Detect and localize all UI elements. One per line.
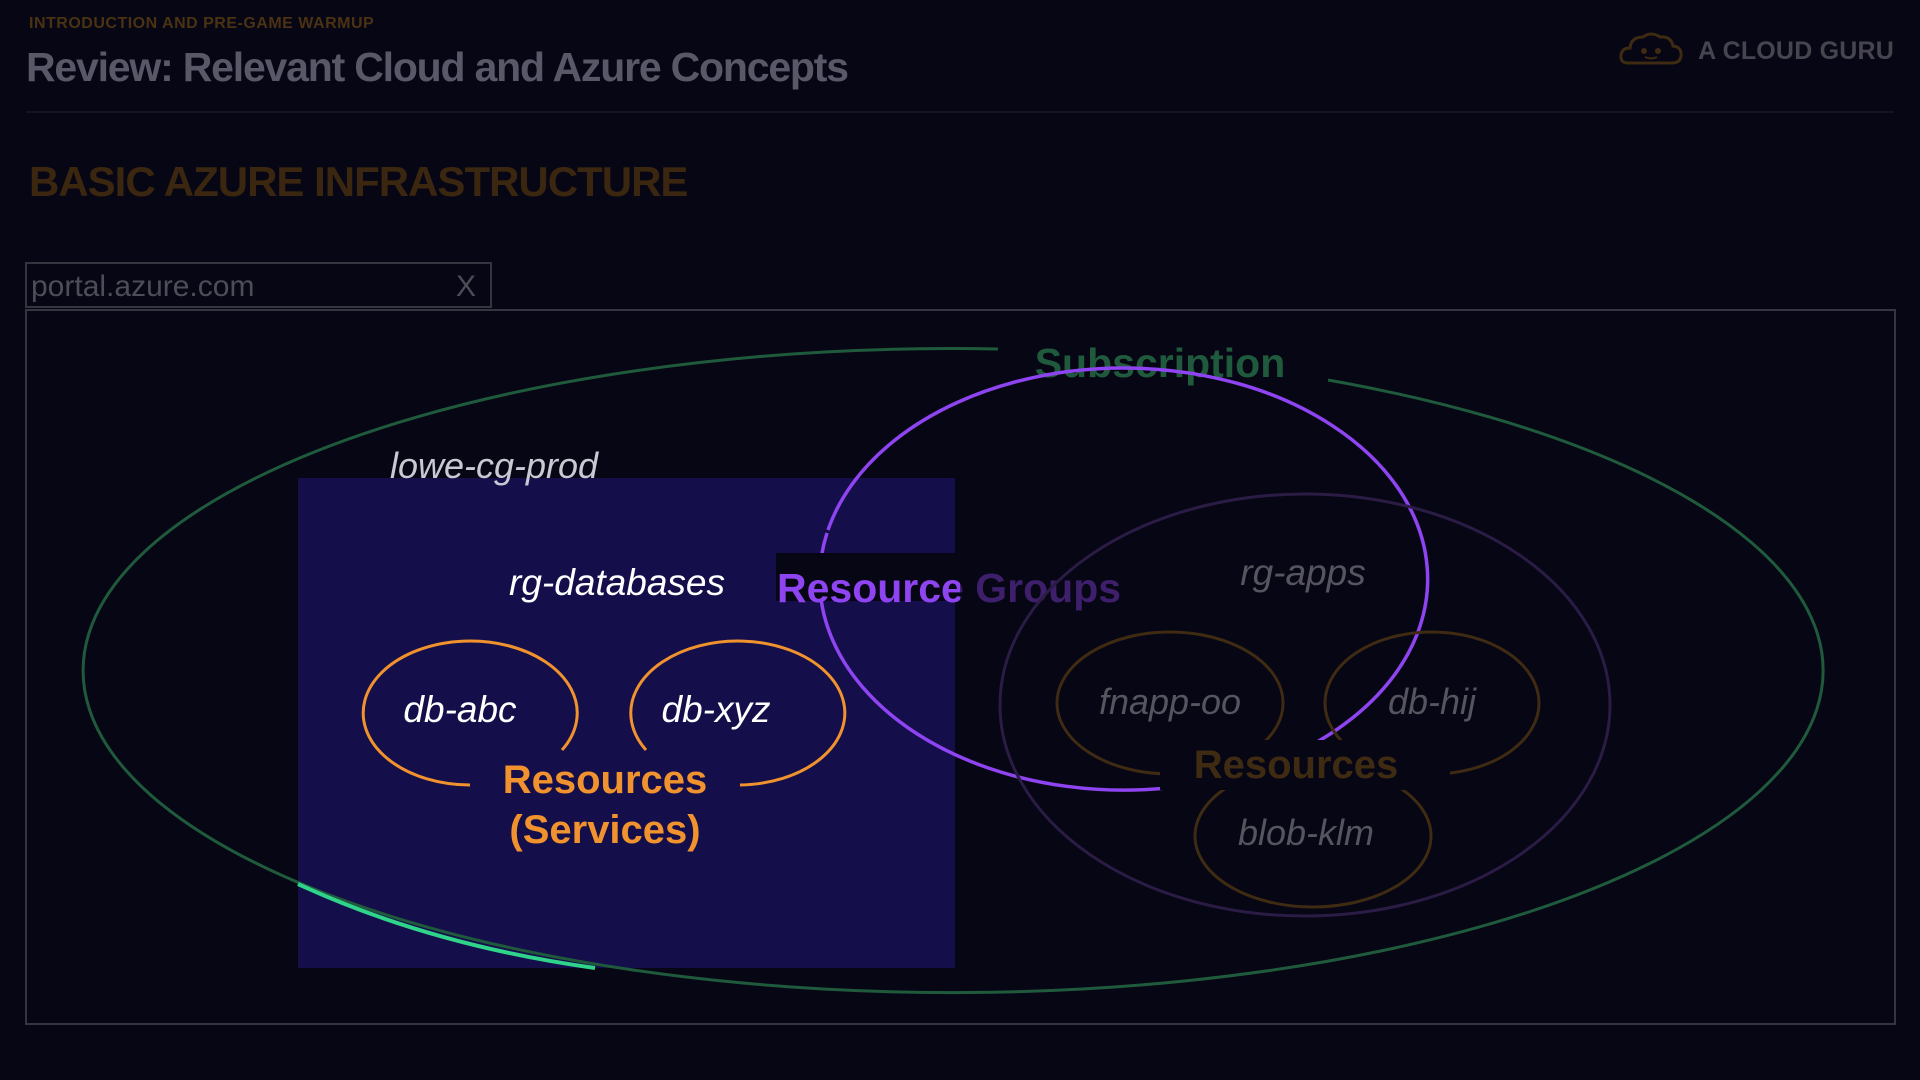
resource-boundary-db-xyz	[629, 639, 847, 787]
rg-databases-boundary	[817, 366, 1430, 792]
resource-db-abc: db-abc	[403, 689, 517, 730]
rg-databases-name: rg-databases	[509, 562, 725, 603]
label-backing-apps	[1160, 740, 1450, 790]
subscription-name: lowe-cg-prod	[390, 445, 599, 486]
label-backing	[776, 553, 962, 601]
rg-apps-name: rg-apps	[1240, 552, 1365, 593]
cloud-logo-icon	[1618, 29, 1684, 74]
brand-logo: A CLOUD GURU	[1618, 30, 1894, 72]
label-fade	[960, 560, 1150, 616]
close-icon[interactable]: X	[455, 270, 476, 303]
resource-db-hij: db-hij	[1388, 681, 1477, 722]
page-title: Review: Relevant Cloud and Azure Concept…	[26, 44, 849, 90]
resources-label: Resources	[503, 758, 708, 802]
header-divider	[26, 111, 1894, 113]
resource-fnapp-oo: fnapp-oo	[1099, 681, 1241, 722]
subscription-boundary	[81, 347, 1825, 995]
resources-label-apps: Resources	[1194, 743, 1399, 787]
portal-url-bar[interactable]: portal.azure.com X	[25, 262, 492, 308]
subscription-label: Subscription	[1035, 340, 1286, 386]
section-title: BASIC AZURE INFRASTRUCTURE	[29, 158, 688, 205]
rg-apps-boundary	[998, 492, 1612, 918]
resource-blob-klm: blob-klm	[1238, 812, 1374, 853]
eyebrow-label: INTRODUCTION AND PRE-GAME WARMUP	[29, 15, 375, 32]
portal-frame	[25, 309, 1896, 1025]
focus-panel	[298, 478, 955, 968]
resource-db-xyz: db-xyz	[662, 689, 771, 730]
brand-name: A CLOUD GURU	[1698, 36, 1894, 65]
resource-boundary-db-abc	[361, 639, 579, 787]
portal-url-text: portal.azure.com	[31, 270, 255, 303]
subscription-highlight-arc	[297, 882, 596, 970]
resources-sublabel: (Services)	[509, 808, 700, 852]
